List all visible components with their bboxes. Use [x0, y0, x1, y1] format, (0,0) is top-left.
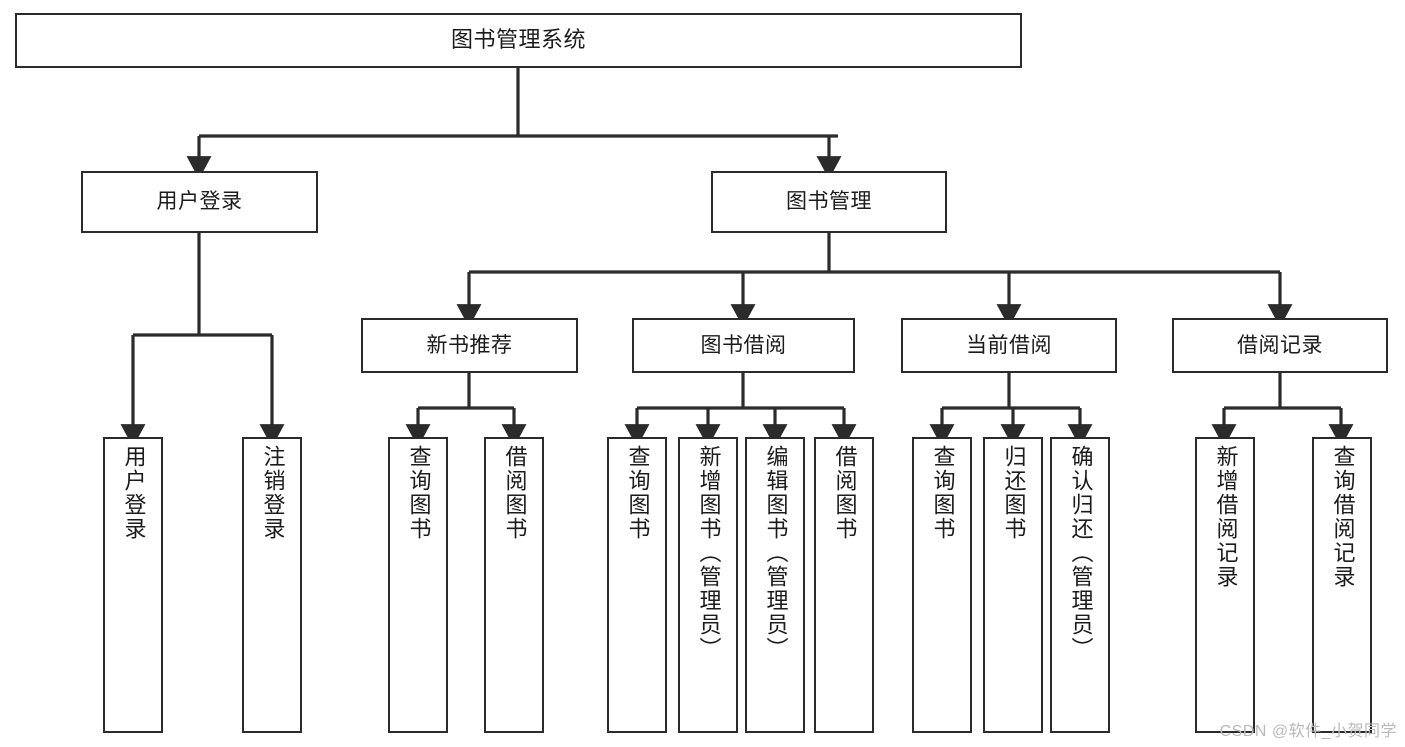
node-leaf-query-book-2[interactable]: 查询图书 [607, 437, 667, 733]
node-leaf-edit-book-label: 编辑图书（管理员） [763, 445, 789, 661]
node-leaf-query-record[interactable]: 查询借阅记录 [1312, 437, 1372, 733]
node-leaf-add-record-label: 新增借阅记录 [1213, 445, 1239, 589]
node-leaf-borrow-book-2-label: 借阅图书 [832, 445, 858, 541]
node-book-borrow[interactable]: 图书借阅 [632, 318, 855, 373]
node-leaf-query-book-3-label: 查询图书 [930, 445, 956, 541]
node-leaf-return-book[interactable]: 归还图书 [983, 437, 1043, 733]
node-leaf-query-book-2-label: 查询图书 [625, 445, 651, 541]
node-leaf-query-book-1-label: 查询图书 [406, 445, 432, 541]
node-book-manage-label: 图书管理 [786, 190, 872, 214]
node-root[interactable]: 图书管理系统 [15, 13, 1022, 68]
node-leaf-confirm-return[interactable]: 确认归还（管理员） [1050, 437, 1110, 733]
node-user-login[interactable]: 用户登录 [81, 171, 318, 233]
node-leaf-query-book-3[interactable]: 查询图书 [912, 437, 972, 733]
node-leaf-user-login-label: 用户登录 [121, 445, 147, 541]
node-root-label: 图书管理系统 [450, 27, 586, 53]
node-leaf-logout[interactable]: 注销登录 [242, 437, 302, 733]
node-leaf-edit-book[interactable]: 编辑图书（管理员） [745, 437, 805, 733]
node-leaf-borrow-book-2[interactable]: 借阅图书 [814, 437, 874, 733]
node-leaf-query-record-label: 查询借阅记录 [1330, 445, 1356, 589]
node-leaf-logout-label: 注销登录 [260, 445, 286, 541]
node-leaf-add-book-label: 新增图书（管理员） [696, 445, 722, 661]
node-new-book-rec-label: 新书推荐 [426, 333, 513, 357]
node-leaf-confirm-return-label: 确认归还（管理员） [1068, 445, 1094, 661]
node-leaf-borrow-book-1-label: 借阅图书 [502, 445, 528, 541]
node-new-book-rec[interactable]: 新书推荐 [361, 318, 578, 373]
node-leaf-add-record[interactable]: 新增借阅记录 [1195, 437, 1255, 733]
node-leaf-borrow-book-1[interactable]: 借阅图书 [484, 437, 544, 733]
node-user-login-label: 用户登录 [156, 190, 243, 214]
node-borrow-record-label: 借阅记录 [1237, 333, 1323, 357]
node-leaf-add-book[interactable]: 新增图书（管理员） [678, 437, 738, 733]
node-leaf-query-book-1[interactable]: 查询图书 [388, 437, 448, 733]
node-borrow-record[interactable]: 借阅记录 [1172, 318, 1388, 373]
node-current-borrow-label: 当前借阅 [966, 333, 1052, 357]
node-leaf-user-login[interactable]: 用户登录 [103, 437, 163, 733]
node-book-borrow-label: 图书借阅 [700, 333, 787, 357]
node-leaf-return-book-label: 归还图书 [1001, 445, 1027, 541]
csdn-watermark: CSDN @软件_小贺同学 [1219, 723, 1397, 740]
node-current-borrow[interactable]: 当前借阅 [901, 318, 1117, 373]
node-book-manage[interactable]: 图书管理 [711, 171, 947, 233]
